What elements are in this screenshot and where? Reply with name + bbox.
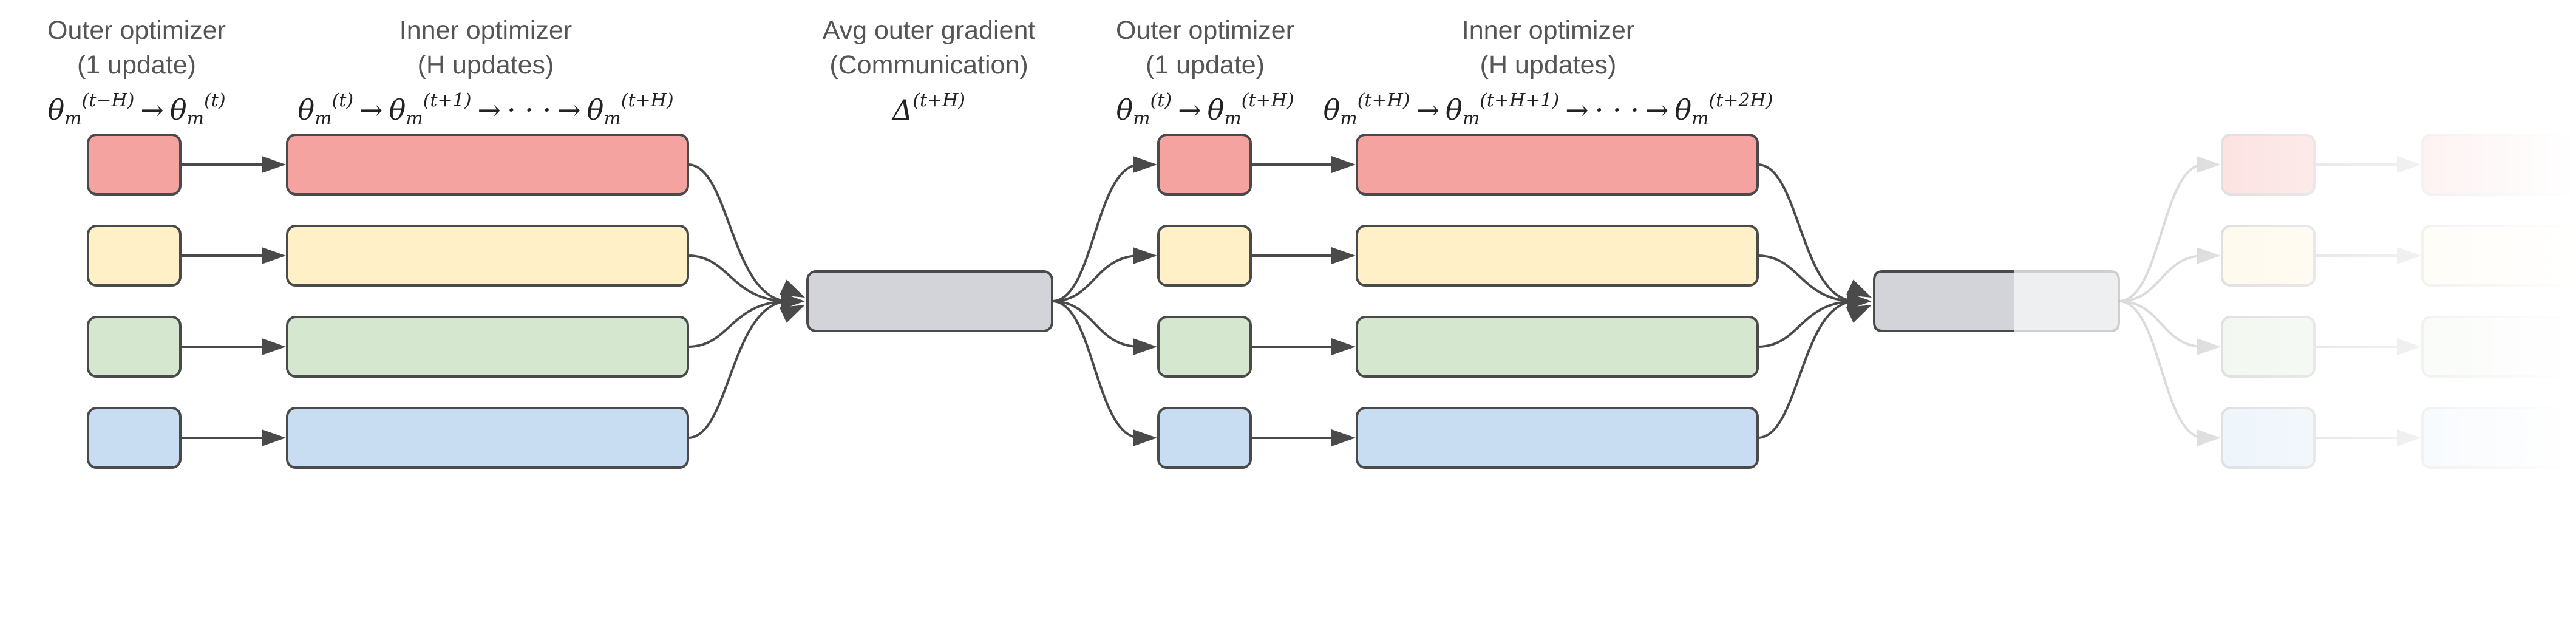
inner-optimizer-1-box-yellow bbox=[286, 225, 689, 287]
inner2-to-avg2-curve-blue bbox=[1757, 300, 1857, 439]
outer1-to-inner1-arrowhead-red bbox=[262, 156, 286, 173]
outer-optimizer-2-box-green bbox=[1157, 316, 1252, 378]
inner-optimizer-1-title-line2: (H updates) bbox=[417, 50, 554, 80]
inner2-to-avg2-curve-red bbox=[1757, 163, 1857, 302]
inner-optimizer-1-box-green bbox=[286, 316, 689, 378]
outer-optimizer-2-box-blue bbox=[1157, 407, 1252, 469]
avg-to-outer2-arrowhead-yellow bbox=[1133, 247, 1157, 264]
inner2-to-avg2-curve-yellow bbox=[1757, 254, 1857, 302]
inner-optimizer-2-formula: θm(t+H)→θm(t+H+1)→· · ·→θm(t+2H) bbox=[1323, 90, 1773, 129]
avg-arrowhead-lower bbox=[779, 305, 805, 323]
inner-optimizer-1-box-red bbox=[286, 134, 689, 196]
inner1-to-avg-curve-yellow bbox=[687, 254, 790, 302]
avg-arrowhead-upper bbox=[779, 279, 805, 298]
inner1-to-avg-curve-red bbox=[687, 163, 790, 302]
outer-optimizer-1-box-red bbox=[87, 134, 182, 196]
avg2-arrowhead-upper bbox=[1846, 279, 1872, 298]
avg-to-outer2-arrowhead-red bbox=[1133, 156, 1157, 173]
inner1-to-avg-curve-green bbox=[687, 300, 790, 348]
inner-optimizer-1-formula: θm(t)→θm(t+1)→· · ·→θm(t+H) bbox=[297, 90, 674, 129]
inner-optimizer-2-title-line2: (H updates) bbox=[1480, 50, 1617, 80]
outer-optimizer-1-title: Outer optimizer (1 update) bbox=[24, 13, 249, 83]
outer-optimizer-1-title-line1: Outer optimizer bbox=[47, 16, 226, 45]
outer-optimizer-2-box-yellow bbox=[1157, 225, 1252, 287]
outer2-to-inner2-arrowhead-yellow bbox=[1331, 247, 1356, 264]
avg-outer-gradient-formula: Δ(t+H) bbox=[892, 90, 965, 126]
inner-optimizer-2-title-line1: Inner optimizer bbox=[1461, 16, 1635, 45]
avg-to-outer2-curve-yellow bbox=[1052, 254, 1141, 302]
avg2-box-solid-fill bbox=[1874, 271, 2014, 331]
avg2-box-faded-border bbox=[2014, 270, 2120, 332]
inner2-to-avg2-curve-green bbox=[1757, 300, 1857, 348]
inner-optimizer-1-box-blue bbox=[286, 407, 689, 469]
avg-to-outer2-curve-green bbox=[1052, 300, 1141, 348]
inner-optimizer-2-box-blue bbox=[1356, 407, 1759, 469]
outer2-to-inner2-arrowhead-blue bbox=[1331, 429, 1356, 446]
inner1-to-avg-curve-blue bbox=[687, 300, 790, 439]
outer2-to-inner2-arrowhead-green bbox=[1331, 338, 1356, 355]
outer-optimizer-2-title-line2: (1 update) bbox=[1145, 50, 1265, 80]
outer-optimizer-1-formula: θm(t−H)→θm(t) bbox=[47, 90, 226, 129]
outer-optimizer-1-box-blue bbox=[87, 407, 182, 469]
inner-optimizer-2-title: Inner optimizer (H updates) bbox=[1348, 13, 1748, 83]
outer-optimizer-2-formula: θm(t)→θm(t+H) bbox=[1116, 90, 1294, 129]
outer-optimizer-2-title-line1: Outer optimizer bbox=[1116, 16, 1294, 45]
outer-optimizer-1-title-line2: (1 update) bbox=[76, 50, 197, 80]
avg-to-outer2-arrowhead-blue bbox=[1133, 429, 1157, 446]
avg-arrowhead-main bbox=[781, 293, 805, 310]
avg2-box-solid-border bbox=[1873, 270, 2014, 332]
avg-outer-gradient-title-line1: Avg outer gradient bbox=[822, 16, 1036, 45]
outer-optimizer-2-box-red bbox=[1157, 134, 1252, 196]
outer1-to-inner1-arrowhead-blue bbox=[262, 429, 286, 446]
outer1-to-inner1-arrowhead-yellow bbox=[262, 247, 286, 264]
inner-optimizer-1-title: Inner optimizer (H updates) bbox=[285, 13, 686, 83]
right-fade-overlay bbox=[2161, 91, 2576, 516]
avg-outer-gradient-box bbox=[806, 270, 1053, 332]
outer2-to-inner2-arrowhead-red bbox=[1331, 156, 1356, 173]
avg-to-outer2-curve-red bbox=[1052, 163, 1141, 302]
outer-optimizer-1-box-green bbox=[87, 316, 182, 378]
avg2-arrowhead-main bbox=[1847, 293, 1872, 310]
avg2-arrowhead-lower bbox=[1846, 305, 1872, 323]
inner-optimizer-1-title-line1: Inner optimizer bbox=[399, 16, 573, 45]
avg-outer-gradient-title-line2: (Communication) bbox=[829, 50, 1028, 80]
outer-optimizer-1-box-yellow bbox=[87, 225, 182, 287]
avg-to-outer2-curve-blue bbox=[1052, 300, 1141, 439]
outer-optimizer-2-title: Outer optimizer (1 update) bbox=[1093, 13, 1317, 83]
inner-optimizer-2-box-red bbox=[1356, 134, 1759, 196]
avg-outer-gradient-title: Avg outer gradient (Communication) bbox=[783, 13, 1075, 83]
inner-optimizer-2-box-yellow bbox=[1356, 225, 1759, 287]
avg-to-outer2-arrowhead-green bbox=[1133, 338, 1157, 355]
outer1-to-inner1-arrowhead-green bbox=[262, 338, 286, 355]
inner-optimizer-2-box-green bbox=[1356, 316, 1759, 378]
